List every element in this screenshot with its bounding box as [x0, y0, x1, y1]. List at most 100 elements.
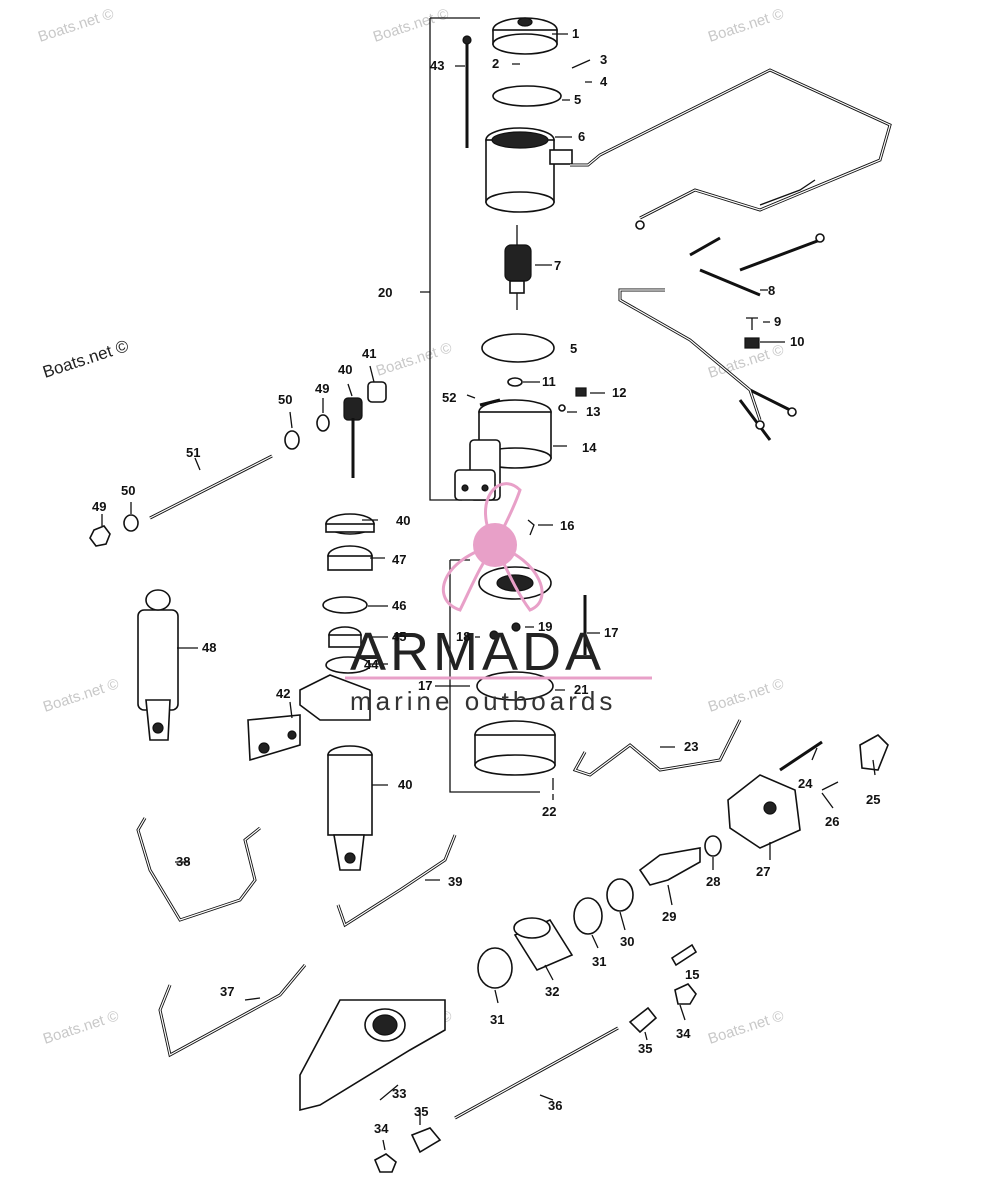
- callout-label: 46: [392, 598, 406, 613]
- callout-label: 44: [364, 657, 379, 672]
- watermark: Boats.net ©: [41, 1007, 121, 1047]
- wiring-harness: [570, 68, 892, 441]
- callout-label: 40: [338, 362, 352, 377]
- fitting: [575, 387, 587, 397]
- sleeve: [477, 917, 574, 989]
- tilt-cylinder: [137, 589, 179, 741]
- watermark: Boats.net ©: [36, 5, 116, 45]
- o-ring: [558, 404, 566, 412]
- callout-label: 11: [542, 374, 556, 389]
- group-bracket-20: [420, 17, 480, 501]
- callout-label: 24: [798, 776, 813, 791]
- o-ring: [492, 85, 562, 107]
- callout-label: 17: [604, 625, 618, 640]
- callout-label: 31: [490, 1012, 504, 1027]
- callout-label: 50: [121, 483, 135, 498]
- piston-stack: [322, 513, 375, 674]
- callout-label: 49: [92, 499, 106, 514]
- callout-label: 29: [662, 909, 676, 924]
- callout-label: 15: [685, 967, 699, 982]
- callout-label: 33: [392, 1086, 406, 1101]
- motor-end-cap: [492, 17, 558, 55]
- watermark: Boats.net ©: [40, 336, 131, 382]
- callout-label: 50: [278, 392, 292, 407]
- callout-label: 12: [612, 385, 626, 400]
- callout-label: 1: [572, 26, 579, 41]
- watermark-group: Boats.net © Boats.net © Boats.net © Boat…: [36, 5, 786, 1047]
- swivel-housing: [299, 999, 446, 1112]
- watermark: Boats.net ©: [371, 5, 451, 45]
- callout-label: 22: [542, 804, 556, 819]
- bolt: [479, 398, 501, 407]
- callout-label: 31: [592, 954, 606, 969]
- watermark: Boats.net ©: [706, 1007, 786, 1047]
- callout-label: 19: [538, 619, 552, 634]
- callout-label: 6: [578, 129, 585, 144]
- through-bolt: [462, 35, 472, 148]
- o-ring: [507, 377, 523, 387]
- callout-label: 5: [574, 92, 581, 107]
- cylinder-bushing: [284, 381, 387, 478]
- brand-tagline: marine outboards: [350, 686, 616, 716]
- pivot-shaft: [89, 454, 273, 547]
- propeller-blade-icon: [492, 542, 544, 612]
- callout-label: 41: [362, 346, 376, 361]
- callout-label: 34: [676, 1026, 691, 1041]
- callout-label: 2: [492, 56, 499, 71]
- motor-frame: [485, 127, 573, 213]
- callout-label: 27: [756, 864, 770, 879]
- callout-label: 25: [866, 792, 880, 807]
- callout-label: 49: [315, 381, 329, 396]
- callout-label: 28: [706, 874, 720, 889]
- pump-reservoir: [454, 399, 552, 501]
- callout-label: 42: [276, 686, 290, 701]
- screw: [746, 317, 758, 330]
- propeller-blade-icon: [442, 542, 499, 612]
- callout-label: 36: [548, 1098, 562, 1113]
- watermark: Boats.net ©: [374, 339, 454, 379]
- callout-label: 34: [374, 1121, 389, 1136]
- hydraulic-lines: [136, 719, 742, 1058]
- callout-label: 23: [684, 739, 698, 754]
- leader-lines: [101, 33, 876, 1151]
- callout-label: 18: [456, 629, 470, 644]
- callout-label: 51: [186, 445, 200, 460]
- nut: [744, 337, 760, 349]
- brand-name: ARMADA: [350, 622, 605, 682]
- callout-label: 4: [600, 74, 608, 89]
- callout-label: 14: [582, 440, 597, 455]
- watermark: Boats.net ©: [41, 675, 121, 715]
- callout-label: 37: [220, 984, 234, 999]
- watermark: Boats.net ©: [706, 5, 786, 45]
- pivot-tube: [454, 1026, 619, 1120]
- callout-label: 21: [574, 682, 588, 697]
- callout-label: 13: [586, 404, 600, 419]
- callout-label: 5: [570, 341, 577, 356]
- callout-label: 43: [430, 58, 444, 73]
- callout-label: 40: [396, 513, 410, 528]
- callout-label: 16: [560, 518, 574, 533]
- manifold-parts: [573, 734, 889, 935]
- callout-label: 38: [176, 854, 190, 869]
- fittings: [373, 943, 698, 1173]
- callout-label: 20: [378, 285, 392, 300]
- callout-label: 30: [620, 934, 634, 949]
- callout-label: 35: [638, 1041, 652, 1056]
- callout-label: 47: [392, 552, 406, 567]
- callout-label: 3: [600, 52, 607, 67]
- watermark: Boats.net ©: [706, 675, 786, 715]
- callout-label: 52: [442, 390, 456, 405]
- callout-label: 35: [414, 1104, 428, 1119]
- callout-label: 40: [398, 777, 412, 792]
- callout-label: 7: [554, 258, 561, 273]
- mounting-bracket: [247, 714, 301, 762]
- callout-labels: 1 2 3 4 5 5 6 7 8 9 10 11 12 13 14 15 16…: [92, 26, 880, 1136]
- screw: [527, 519, 535, 536]
- callout-label: 8: [768, 283, 775, 298]
- callout-label: 48: [202, 640, 216, 655]
- callout-label: 39: [448, 874, 462, 889]
- o-ring: [481, 333, 555, 363]
- callout-label: 26: [825, 814, 839, 829]
